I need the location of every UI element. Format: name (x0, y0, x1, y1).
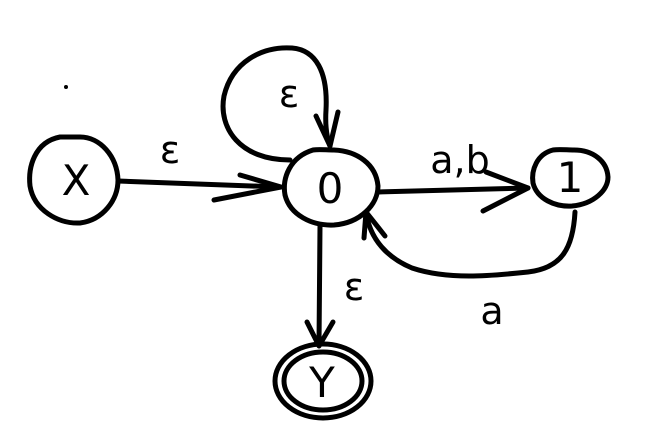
transition-0-to-y-label: ε (344, 265, 365, 309)
transition-x-to-0-label: ε (160, 128, 181, 172)
transition-x-to-0-arrowhead (211, 172, 284, 203)
transition-0-to-y-arrowhead (304, 319, 336, 349)
transition-0-self-loop-arrowhead (313, 109, 341, 149)
state-0: 0 (281, 147, 381, 228)
transition-0-self-loop: ε (220, 45, 341, 163)
state-1-circle (530, 147, 611, 209)
transition-x-to-0: ε (115, 128, 284, 203)
state-y-inner-circle (281, 349, 365, 413)
state-y: Y (272, 341, 374, 421)
transition-1-to-0-line (363, 209, 578, 279)
stray-dot (64, 85, 68, 89)
transition-0-to-1: a,b (375, 138, 531, 214)
state-x-circle (27, 134, 121, 226)
state-0-label: 0 (317, 164, 344, 213)
transition-1-to-0: a (361, 209, 578, 333)
transition-0-to-y: ε (304, 223, 365, 349)
transition-1-to-0-label: a (480, 289, 503, 333)
transition-0-to-1-line (375, 185, 531, 195)
transition-0-to-1-label: a,b (430, 138, 490, 182)
transition-0-to-1-arrowhead (480, 169, 531, 214)
state-x: X (27, 134, 121, 226)
transition-0-to-y-line (316, 223, 323, 348)
state-x-label: X (62, 156, 91, 205)
state-1: 1 (530, 147, 611, 209)
transition-x-to-0-line (115, 178, 283, 190)
transition-1-to-0-arrowhead (361, 209, 388, 241)
transition-0-self-loop-label: ε (279, 72, 300, 116)
state-y-label: Y (308, 358, 335, 407)
state-1-label: 1 (557, 153, 584, 202)
transition-0-self-loop-line (220, 45, 333, 163)
